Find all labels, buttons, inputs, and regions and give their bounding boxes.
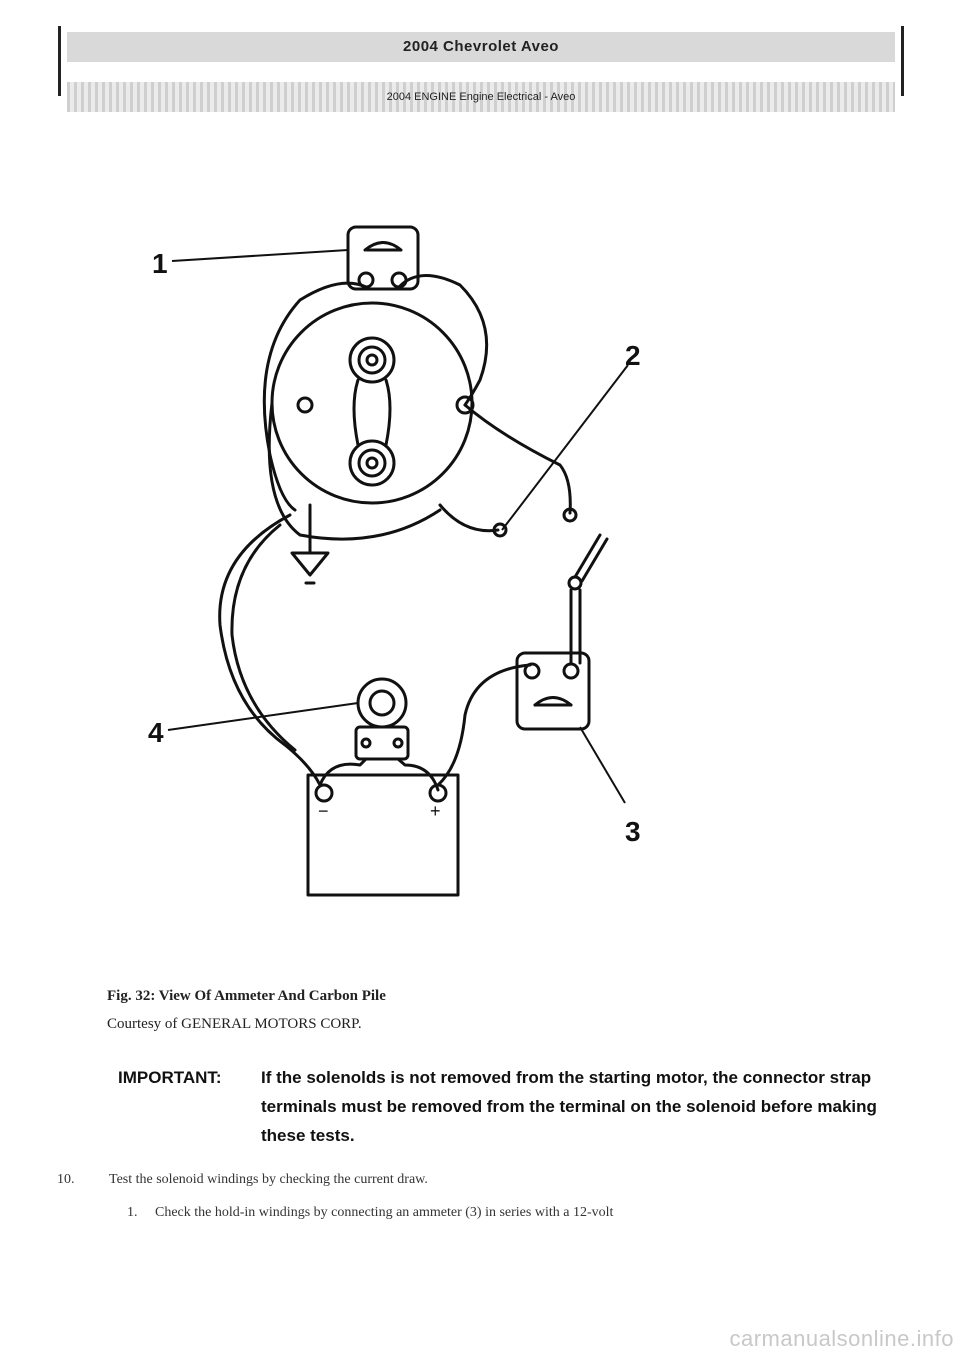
step-10-text: Test the solenoid windings by checking t… xyxy=(109,1172,428,1187)
header-subtitle: 2004 ENGINE Engine Electrical - Aveo xyxy=(67,82,895,112)
substep-1-text: Check the hold-in windings by connecting… xyxy=(155,1205,614,1220)
starter-solenoid-test-diagram: 1 2 3 4 − + xyxy=(148,225,641,897)
callout-3: 3 xyxy=(625,816,641,847)
solenoid-housing xyxy=(270,301,474,505)
figure-caption-title: Fig. 32: View Of Ammeter And Carbon Pile xyxy=(107,988,386,1004)
figure-caption-credit: Courtesy of GENERAL MOTORS CORP. xyxy=(107,1016,362,1032)
important-label: IMPORTANT: xyxy=(118,1068,222,1087)
battery xyxy=(306,773,460,897)
substep-1-number: 1. xyxy=(127,1205,138,1220)
callout-2: 2 xyxy=(625,340,641,371)
callout-1: 1 xyxy=(152,248,168,279)
watermark: carmanualsonline.info xyxy=(729,1326,954,1351)
important-text: If the solenolds is not removed from the… xyxy=(261,1068,877,1145)
battery-positive-label: + xyxy=(430,801,441,821)
header-title: 2004 Chevrolet Aveo xyxy=(67,32,895,62)
callout-4: 4 xyxy=(148,717,164,748)
ammeter-1 xyxy=(346,225,420,291)
ammeter-3 xyxy=(515,651,591,731)
carbon-pile-4 xyxy=(356,677,408,729)
step-10-number: 10. xyxy=(57,1172,75,1187)
battery-negative-label: − xyxy=(318,801,329,821)
page-header: 2004 Chevrolet Aveo 2004 ENGINE Engine E… xyxy=(58,26,904,112)
